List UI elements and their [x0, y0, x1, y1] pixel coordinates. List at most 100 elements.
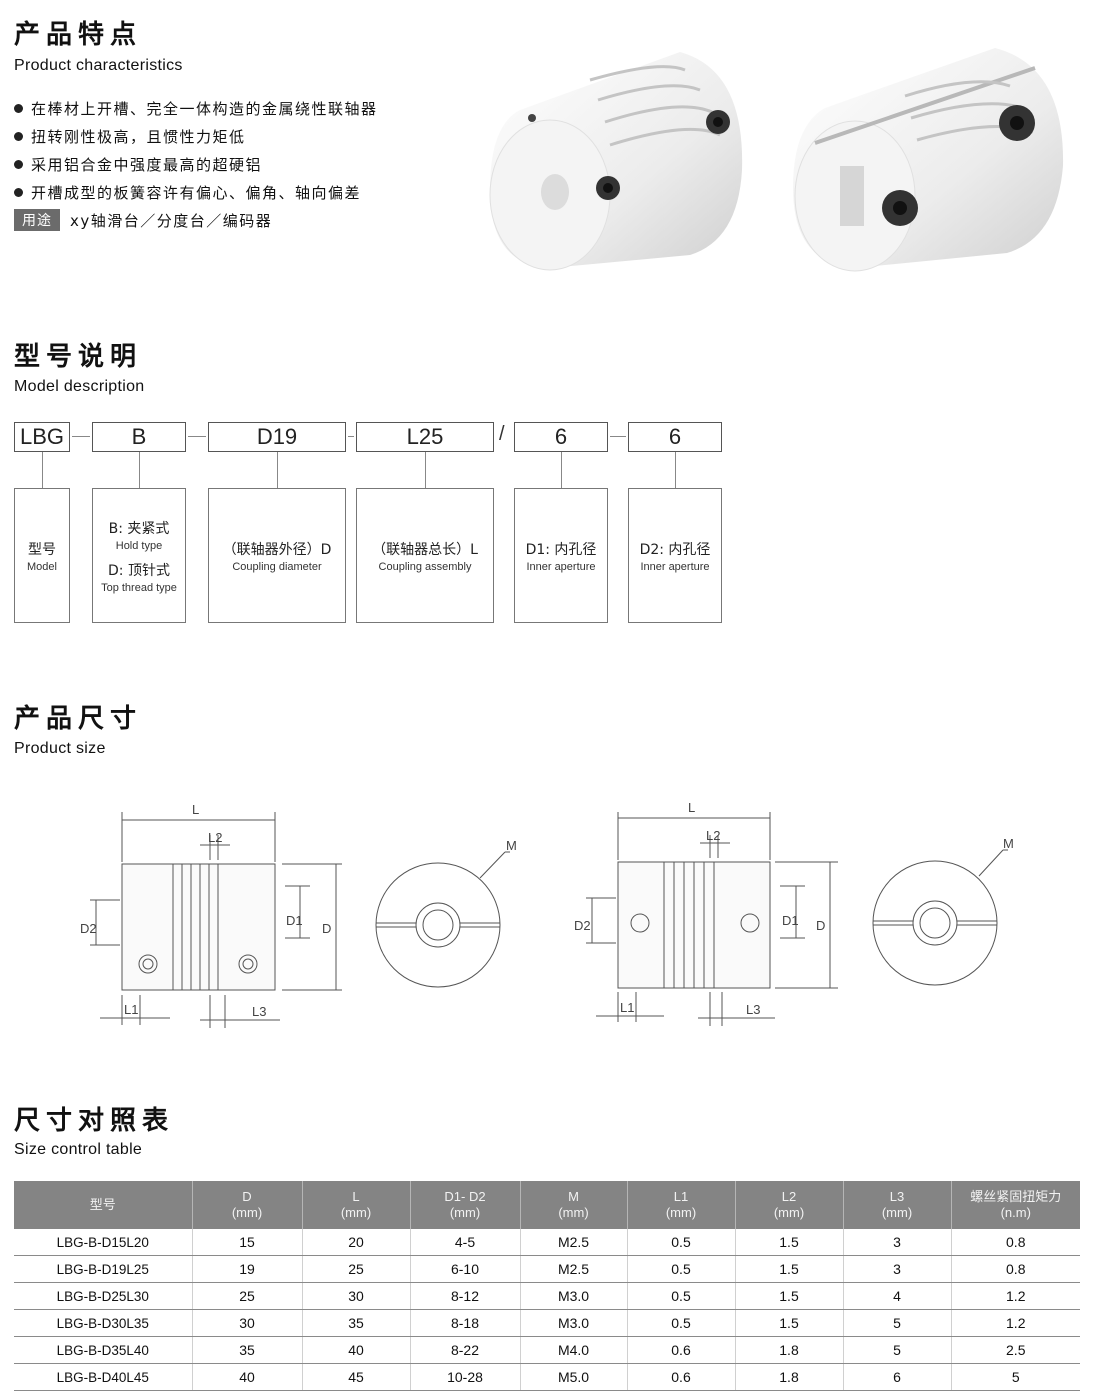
- table-cell: M3.0: [520, 1282, 628, 1310]
- col-header-l3: L3(mm): [843, 1181, 952, 1229]
- table-cell: 5: [951, 1363, 1080, 1391]
- feature-item: 采用铝合金中强度最高的超硬铝: [14, 153, 378, 175]
- table-cell: 4: [843, 1282, 952, 1310]
- code-part-type: B: [92, 422, 186, 452]
- table-cell: 1.5: [735, 1309, 844, 1337]
- dim-label-D: D: [322, 921, 331, 936]
- code-part-d1: 6: [514, 422, 608, 452]
- table-cell: 15: [192, 1229, 303, 1256]
- connector-line: [277, 452, 278, 488]
- table-cell: 1.5: [735, 1282, 844, 1310]
- table-header-row: 型号 D(mm) L(mm) D1- D2(mm) M(mm) L1(mm) L…: [14, 1181, 1080, 1229]
- characteristics-title-cn: 产品特点: [14, 20, 143, 50]
- bullet-icon: [14, 159, 23, 169]
- model-title-en: Model description: [14, 378, 145, 395]
- feature-item: 扭转刚性极高，且惯性力矩低: [14, 125, 378, 147]
- coupling-photo-top-thread: [489, 52, 743, 271]
- table-cell: 45: [302, 1363, 411, 1391]
- table-cell: LBG-B-D35L40: [14, 1336, 193, 1364]
- feature-item: 在棒材上开槽、完全一体构造的金属绕性联轴器: [14, 97, 378, 119]
- code-part-model: LBG: [14, 422, 70, 452]
- table-cell: 6-10: [410, 1255, 521, 1283]
- dim-label-L2: L2: [706, 828, 720, 843]
- table-cell: 30: [192, 1309, 303, 1337]
- code-dash: [188, 436, 206, 437]
- table-cell: M5.0: [520, 1363, 628, 1391]
- table-cell: 0.5: [627, 1309, 736, 1337]
- table-cell: M2.5: [520, 1229, 628, 1256]
- table-cell: 1.2: [951, 1282, 1080, 1310]
- dim-label-L3: L3: [746, 1002, 760, 1017]
- table-cell: 1.2: [951, 1309, 1080, 1337]
- desc-box-d2: D2: 内孔径 Inner aperture: [628, 488, 722, 623]
- table-cell: 0.5: [627, 1229, 736, 1256]
- dim-label-L: L: [192, 802, 199, 817]
- characteristics-title-en: Product characteristics: [14, 57, 183, 74]
- table-cell: 30: [302, 1282, 411, 1310]
- col-header-l2: L2(mm): [735, 1181, 844, 1229]
- dim-label-D2: D2: [574, 918, 591, 933]
- size-table: 型号 D(mm) L(mm) D1- D2(mm) M(mm) L1(mm) L…: [14, 1181, 1080, 1391]
- table-cell: 25: [302, 1255, 411, 1283]
- desc-box-d1: D1: 内孔径 Inner aperture: [514, 488, 608, 623]
- table-cell: 40: [302, 1336, 411, 1364]
- table-cell: 6: [843, 1363, 952, 1391]
- table-cell: LBG-B-D15L20: [14, 1229, 193, 1256]
- table-cell: 35: [302, 1309, 411, 1337]
- table-cell: 3: [843, 1255, 952, 1283]
- code-dash: [348, 436, 354, 437]
- table-cell: 5: [843, 1309, 952, 1337]
- dim-label-D1: D1: [286, 913, 303, 928]
- table-cell: 8-22: [410, 1336, 521, 1364]
- dimension-drawing-1: L L2 D D1 D2 L1 L3: [80, 802, 342, 1028]
- table-cell: LBG-B-D40L45: [14, 1363, 193, 1391]
- desc-box-length: （联轴器总长）L Coupling assembly: [356, 488, 494, 623]
- bullet-icon: [14, 103, 23, 113]
- bullet-icon: [14, 187, 23, 197]
- table-cell: LBG-B-D25L30: [14, 1282, 193, 1310]
- table-cell: 25: [192, 1282, 303, 1310]
- table-cell: 0.6: [627, 1363, 736, 1391]
- code-part-diameter: D19: [208, 422, 346, 452]
- col-header-torque: 螺丝紧固扭矩力(n.m): [951, 1181, 1080, 1229]
- col-header-m: M(mm): [520, 1181, 628, 1229]
- table-cell: 1.8: [735, 1336, 844, 1364]
- table-cell: 1.8: [735, 1363, 844, 1391]
- desc-box-type: B: 夹紧式 Hold type D: 顶针式 Top thread type: [92, 488, 186, 623]
- desc-box-model: 型号 Model: [14, 488, 70, 623]
- code-slash: /: [499, 423, 505, 445]
- code-dash: [72, 436, 90, 437]
- table-cell: 0.8: [951, 1229, 1080, 1256]
- table-cell: 19: [192, 1255, 303, 1283]
- table-cell: 1.5: [735, 1229, 844, 1256]
- table-cell: 8-18: [410, 1309, 521, 1337]
- connector-line: [675, 452, 676, 488]
- table-cell: M3.0: [520, 1309, 628, 1337]
- table-cell: 35: [192, 1336, 303, 1364]
- size-title-en: Product size: [14, 740, 106, 757]
- use-text: xy轴滑台／分度台／编码器: [70, 211, 273, 230]
- code-part-d2: 6: [628, 422, 722, 452]
- connector-line: [42, 452, 43, 488]
- table-cell: M4.0: [520, 1336, 628, 1364]
- bullet-icon: [14, 131, 23, 141]
- feature-list: 在棒材上开槽、完全一体构造的金属绕性联轴器 扭转刚性极高，且惯性力矩低 采用铝合…: [14, 97, 378, 231]
- table-cell: 0.6: [627, 1336, 736, 1364]
- table-cell: M2.5: [520, 1255, 628, 1283]
- dim-label-M: M: [1003, 836, 1014, 851]
- connector-line: [561, 452, 562, 488]
- connector-line: [425, 452, 426, 488]
- table-cell: LBG-B-D30L35: [14, 1309, 193, 1337]
- table-cell: 40: [192, 1363, 303, 1391]
- table-cell: 5: [843, 1336, 952, 1364]
- dim-label-L1: L1: [620, 1000, 634, 1015]
- col-header-l1: L1(mm): [627, 1181, 736, 1229]
- desc-box-diameter: （联轴器外径）D Coupling diameter: [208, 488, 346, 623]
- code-dash: [610, 436, 626, 437]
